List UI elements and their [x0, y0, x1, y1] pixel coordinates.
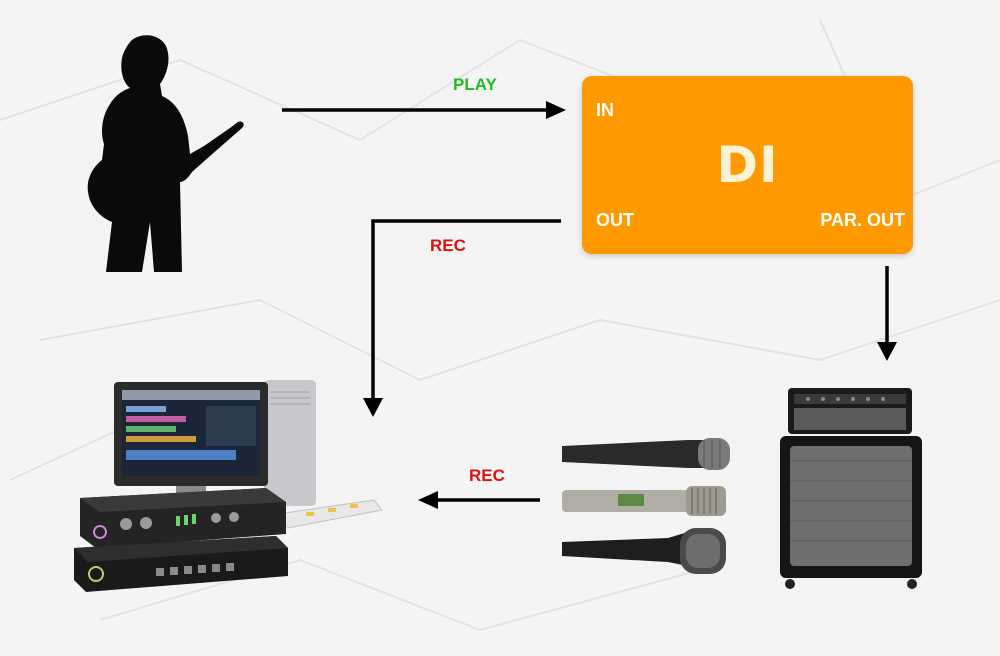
di-out-port: OUT [596, 210, 634, 230]
out-to-daw-arrow [363, 219, 561, 417]
di-in-port: IN [596, 100, 614, 120]
rec-label-bottom: REC [469, 466, 505, 485]
daw-computer-setup-icon [74, 380, 383, 592]
rec-label-top: REC [430, 236, 466, 255]
play-arrow [282, 101, 566, 119]
play-label: PLAY [453, 75, 497, 94]
amplifier-stack-icon [780, 388, 922, 589]
di-par-out-port: PAR. OUT [820, 210, 905, 230]
di-box: IN DI OUT PAR. OUT [582, 76, 913, 254]
microphones-icon [562, 438, 730, 574]
par-out-to-amp-arrow [877, 266, 897, 361]
di-title: DI [716, 136, 779, 194]
guitarist-silhouette-icon [87, 35, 244, 273]
mics-to-daw-arrow [418, 491, 540, 509]
